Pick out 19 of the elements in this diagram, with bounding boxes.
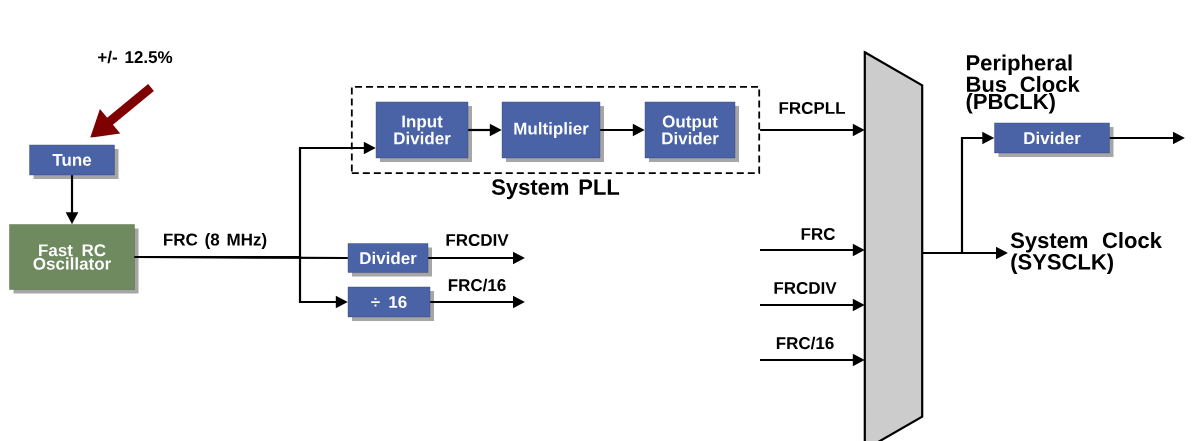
- process-box: Tune: [29, 144, 119, 179]
- edge-label: FRC (8 MHz): [161, 232, 269, 250]
- edge-label: FRC/16: [774, 335, 836, 351]
- bus-clock-label: Peripheral Bus Clock (PBCLK): [966, 54, 1080, 114]
- process-box: Divider: [347, 243, 432, 277]
- edge-label: FRCDIV: [772, 280, 838, 295]
- process-box: Multiplier: [501, 101, 604, 162]
- edge-label: FRC/16: [446, 277, 508, 293]
- edge-label: FRCPLL: [777, 101, 847, 115]
- process-box: ÷ 16: [347, 286, 434, 321]
- edge-label: FRC: [799, 227, 837, 241]
- node-label: System PLL: [491, 179, 620, 200]
- process-box: Input Divider: [375, 101, 472, 162]
- edge-label: FRCDIV: [444, 233, 510, 247]
- process-box: Divider: [994, 122, 1114, 157]
- output-label: System Clock (SYSCLK): [1010, 232, 1162, 274]
- tolerance-label: +/- 12.5%: [98, 50, 173, 64]
- oscillator-box: Fast RC Oscillator: [9, 224, 139, 294]
- process-box: Output Divider: [644, 101, 739, 162]
